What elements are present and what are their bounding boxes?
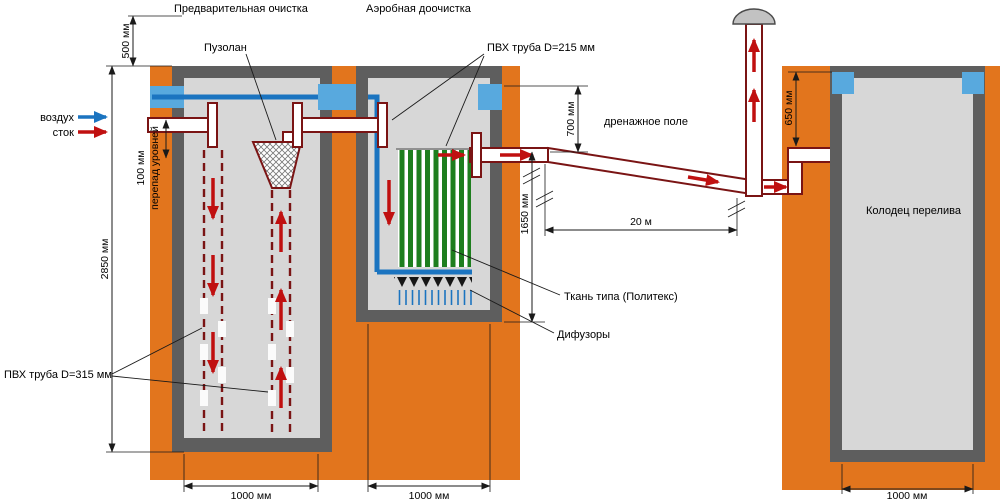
pvc215-leader-1 — [391, 53, 485, 121]
dim-excavation-depth: 2850 мм — [99, 239, 111, 280]
flow-arrows-tank2 — [383, 149, 466, 226]
dim-well-inlet-depth: 650 мм — [783, 91, 795, 126]
pvc315-label: ПВХ труба D=315 мм — [4, 369, 112, 381]
pvc215-leader-2 — [445, 55, 485, 147]
piping — [147, 8, 862, 197]
transfer-flange-right — [377, 102, 388, 148]
dim-level-drop: 100 мм — [135, 151, 147, 186]
callouts: Предварительная очистка Аэробная доочист… — [4, 3, 688, 393]
transfer-pipe — [299, 117, 383, 133]
flow-arrows-tank1 — [207, 178, 287, 408]
dimensions: 500 мм 2850 мм 100 мм перепад уровней 70… — [99, 15, 974, 500]
legend-air-label: воздух — [40, 112, 74, 124]
diffusers-label: Дифузоры — [557, 329, 610, 341]
aerobic-title: Аэробная доочистка — [366, 3, 472, 15]
well-water-band-right — [962, 72, 984, 94]
legend-sewage-label: сток — [53, 127, 75, 139]
fabric-leader — [451, 249, 561, 296]
air-pipe-tank2 — [368, 94, 380, 272]
dim-aerobic-depth: 1650 мм — [519, 194, 531, 235]
dim-well-width: 1000 мм — [887, 490, 928, 500]
sloped-drain-pipe — [547, 146, 749, 195]
perforation-slots — [200, 298, 294, 406]
break-mark — [727, 200, 746, 218]
break-mark — [522, 167, 541, 185]
dim-tank1-width: 1000 мм — [231, 490, 272, 500]
pvc315-leader-1 — [111, 327, 203, 375]
pozzolan-cone — [251, 141, 303, 189]
transfer-flange-left — [292, 102, 303, 148]
pvc315-leader-2 — [111, 375, 269, 393]
legend: воздух сток — [40, 111, 108, 139]
dim-level-drop-caption: перепад уровней — [149, 126, 161, 210]
dim-surface-offset: 500 мм — [120, 24, 132, 59]
flow-arrows-piping — [500, 38, 788, 193]
fabric-stripes — [398, 150, 471, 267]
water-band-right — [478, 84, 502, 110]
break-mark — [535, 190, 554, 208]
outlet-flange — [471, 132, 482, 178]
diffusers-leader — [469, 289, 555, 334]
vent-mushroom-cap — [732, 8, 776, 25]
perforated-pipe-left — [202, 150, 224, 434]
pozzolan-label: Пузолан — [204, 42, 247, 54]
pretreatment-title: Предварительная очистка — [174, 3, 309, 15]
dim-pipe-depth: 700 мм — [565, 102, 577, 137]
well-interior — [842, 78, 973, 450]
overflow-well: Колодец перелива — [830, 66, 985, 462]
fabric-label: Ткань типа (Политекс) — [564, 291, 678, 303]
dim-tank2-width: 1000 мм — [409, 490, 450, 500]
diffuser-nozzles — [394, 276, 472, 288]
pvc215-label: ПВХ труба D=215 мм — [487, 42, 595, 54]
pozzolan-leader — [245, 53, 277, 141]
dim-field-length: 20 м — [630, 216, 652, 228]
inlet-flange — [207, 102, 218, 148]
drainage-field-label: дренажное поле — [604, 116, 688, 128]
overflow-well-label: Колодец перелива — [866, 205, 962, 217]
air-bubbles — [394, 290, 472, 305]
well-water-band-left — [832, 72, 854, 94]
